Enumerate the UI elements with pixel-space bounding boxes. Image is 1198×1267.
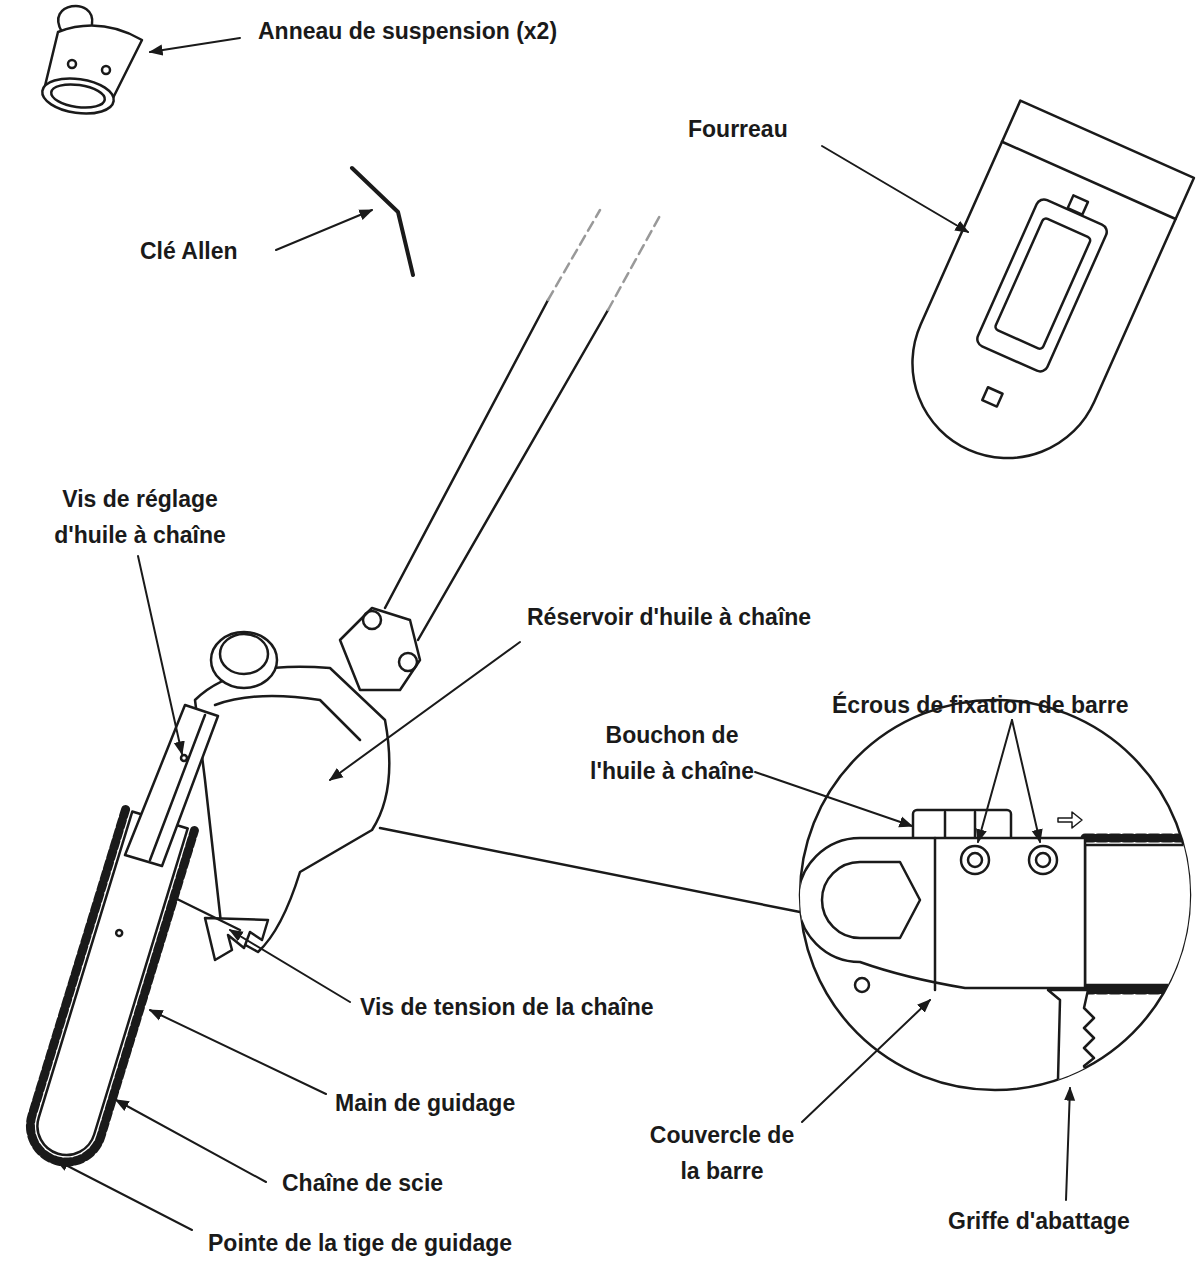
leader-line — [755, 772, 912, 826]
oil-tank — [195, 667, 389, 952]
part-label: Anneau de suspension (x2) — [258, 14, 638, 50]
leader-lines — [56, 38, 1070, 1230]
zoom-screw — [855, 978, 869, 992]
leader-line — [116, 1100, 266, 1182]
pole-line — [608, 212, 662, 310]
felling-claw — [205, 918, 268, 960]
oil-cap — [211, 632, 277, 688]
leader-line — [1012, 720, 1040, 842]
bar-hole — [115, 929, 122, 936]
zoom-bar — [1085, 845, 1198, 985]
sheath-clip — [1068, 195, 1088, 214]
pole-line — [418, 310, 608, 640]
leader-line — [150, 1010, 326, 1094]
part-label: Clé Allen — [140, 234, 300, 270]
sheath-clip — [982, 387, 1002, 406]
leader-line — [1066, 1088, 1070, 1200]
part-label: Bouchon de l'huile à chaîne — [577, 718, 767, 789]
pole-clamp — [340, 608, 420, 690]
part-label: Fourreau — [688, 112, 888, 148]
leader-line — [978, 720, 1012, 842]
side-plate — [125, 705, 218, 866]
part-label: Réservoir d'huile à chaîne — [527, 600, 907, 636]
leader-line — [56, 1160, 192, 1230]
ring-inner — [50, 81, 107, 110]
guide-bar — [21, 809, 194, 1170]
oil-screw — [181, 755, 187, 761]
pole-line — [385, 300, 548, 608]
sheath — [882, 101, 1194, 489]
clamp-bolt — [363, 611, 381, 629]
tank-seam — [215, 696, 360, 740]
zoom-felling-claw — [1048, 990, 1094, 1080]
ring-hole — [102, 66, 110, 74]
part-label: Pointe de la tige de guidage — [208, 1226, 628, 1262]
sheath-ridge — [1002, 142, 1176, 219]
part-label: Griffe d'abattage — [948, 1204, 1198, 1240]
part-label: Vis de réglage d'huile à chaîne — [35, 482, 245, 553]
part-label: Écrous de fixation de barre — [832, 688, 1192, 724]
sheath-window-inner — [994, 217, 1091, 350]
leader-line — [822, 146, 968, 232]
saw-chain — [21, 809, 194, 1170]
part-label: Couvercle de la barre — [642, 1118, 802, 1189]
zoom-cover-opening — [822, 862, 920, 938]
zoom-chain — [1085, 986, 1198, 995]
direction-symbol — [1058, 812, 1082, 828]
allen-key — [352, 168, 413, 275]
leader-line — [802, 1000, 930, 1122]
clamp-bolt — [399, 653, 417, 671]
oil-cap-top — [220, 634, 268, 674]
zoom-nut-inner — [1036, 853, 1050, 867]
zoom-chain — [1085, 834, 1198, 843]
zoom-cover-edge — [934, 838, 937, 990]
leader-line — [138, 556, 182, 754]
ring-hole — [68, 60, 76, 68]
part-label: Vis de tension de la chaîne — [360, 990, 760, 1026]
leader-line — [276, 210, 372, 250]
zoom-detail — [798, 810, 1198, 1080]
zoom-cap-grip — [945, 812, 975, 840]
leader-line — [150, 38, 240, 52]
leader-line — [330, 642, 520, 780]
part-label: Chaîne de scie — [282, 1166, 542, 1202]
zoom-nut — [961, 846, 989, 874]
pole-line — [548, 210, 600, 300]
zoom-nut — [1029, 846, 1057, 874]
zoom-connector — [380, 828, 800, 912]
leader-line — [230, 930, 350, 1002]
part-label: Main de guidage — [335, 1086, 635, 1122]
zoom-nut-inner — [968, 853, 982, 867]
ring-rim — [40, 74, 116, 118]
tension-screw — [175, 898, 240, 930]
zoom-bar-cover — [798, 838, 1085, 988]
bar-body — [30, 812, 188, 1163]
sheath-outline — [882, 101, 1194, 489]
sheath-window — [975, 197, 1110, 374]
